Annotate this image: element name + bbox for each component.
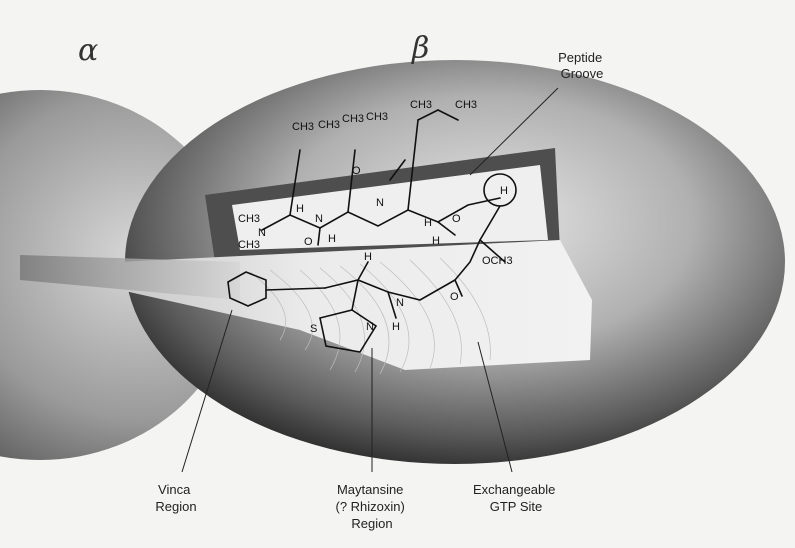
atom-label: O: [352, 165, 361, 177]
atom-label: H: [432, 235, 440, 247]
atom-label: CH3: [318, 119, 340, 131]
alpha-label: α: [78, 33, 98, 68]
vinca-region-label: Vinca Region: [155, 482, 196, 514]
beta-label: β: [411, 31, 429, 66]
atom-label: OCH3: [482, 255, 513, 267]
atom-label: CH3: [238, 239, 260, 251]
atom-label: N: [376, 197, 384, 209]
atom-label: H: [296, 203, 304, 215]
atom-label: H: [364, 251, 372, 263]
atom-label: CH3: [238, 213, 260, 225]
atom-label: H: [500, 185, 508, 197]
atom-label: N: [396, 297, 404, 309]
atom-label: N: [366, 321, 374, 333]
atom-label: N: [258, 227, 266, 239]
atom-label: CH3: [342, 113, 364, 125]
atom-label: O: [452, 213, 461, 225]
atom-label: H: [328, 233, 336, 245]
atom-label: CH3: [410, 99, 432, 111]
gtp-site-label: Exchangeable GTP Site: [473, 482, 559, 514]
atom-label: O: [450, 291, 459, 303]
atom-label: O: [304, 236, 313, 248]
peptide-groove-label: Peptide Groove: [558, 50, 606, 81]
atom-label: N: [315, 213, 323, 225]
atom-label: CH3: [455, 99, 477, 111]
atom-label: CH3: [292, 121, 314, 133]
atom-label: H: [392, 321, 400, 333]
atom-label: CH3: [366, 111, 388, 123]
atom-label: S: [310, 323, 317, 335]
maytansine-region-label: Maytansine (? Rhizoxin) Region: [336, 482, 409, 531]
atom-label: H: [424, 217, 432, 229]
